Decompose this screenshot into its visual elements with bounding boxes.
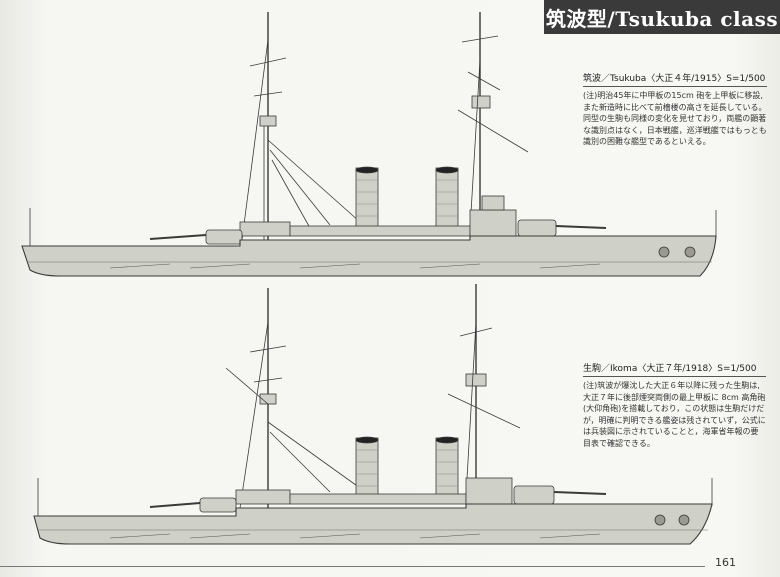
ikoma-caption: 生駒／Ikoma〈大正７年/1918〉S=1/500 (注)筑波が爆沈した大正６… (583, 361, 766, 449)
page-number: 161 (715, 556, 736, 569)
caption-line: (大仰角砲)を搭載しており，この状態は生駒だけだ (583, 404, 765, 413)
caption-line: 大正７年に後部煙突両側の最上甲板に 8cm 高角砲 (583, 392, 766, 402)
caption-line: (注)明治45年に中甲板の15cm 砲を上甲板に移設, (583, 91, 763, 100)
class-title: 筑波型/Tsukuba class (545, 6, 779, 31)
tsukuba-caption-body: (注)明治45年に中甲板の15cm 砲を上甲板に移設, また新造時に比べて前檣楼… (583, 90, 767, 148)
caption-line: は兵装図に示されていることと，海軍省年報の要 (583, 427, 759, 436)
class-title-band: 筑波型/Tsukuba class (544, 0, 780, 34)
caption-line: な識別点はなく，日本戦艦，巡洋戦艦ではもっとも (583, 125, 767, 135)
tsukuba-caption-head: 筑波／Tsukuba〈大正４年/1915〉S=1/500 (583, 71, 767, 87)
caption-line: 識別の困難な艦型であるといえる。 (583, 137, 711, 146)
caption-line: が，明確に判明できる艦姿は残されていず，公式に (583, 415, 766, 425)
footer-rule (0, 566, 705, 567)
tsukuba-caption: 筑波／Tsukuba〈大正４年/1915〉S=1/500 (注)明治45年に中甲… (583, 71, 767, 148)
ikoma-caption-body: (注)筑波が爆沈した大正６年以降に残った生駒は, 大正７年に後部煙突両側の最上甲… (583, 380, 766, 449)
caption-line: また新造時に比べて前檣楼の高さを延長している。 (583, 102, 767, 112)
ikoma-caption-head: 生駒／Ikoma〈大正７年/1918〉S=1/500 (583, 361, 766, 377)
caption-line: 同型の生駒も同様の変化を見せており，両艦の顕著 (583, 114, 767, 123)
caption-line: 目表で確認できる。 (583, 438, 655, 448)
tsukuba-profile-drawing (21, 12, 717, 277)
ikoma-profile-drawing (33, 284, 713, 545)
caption-line: (注)筑波が爆沈した大正６年以降に残った生駒は, (583, 381, 760, 390)
